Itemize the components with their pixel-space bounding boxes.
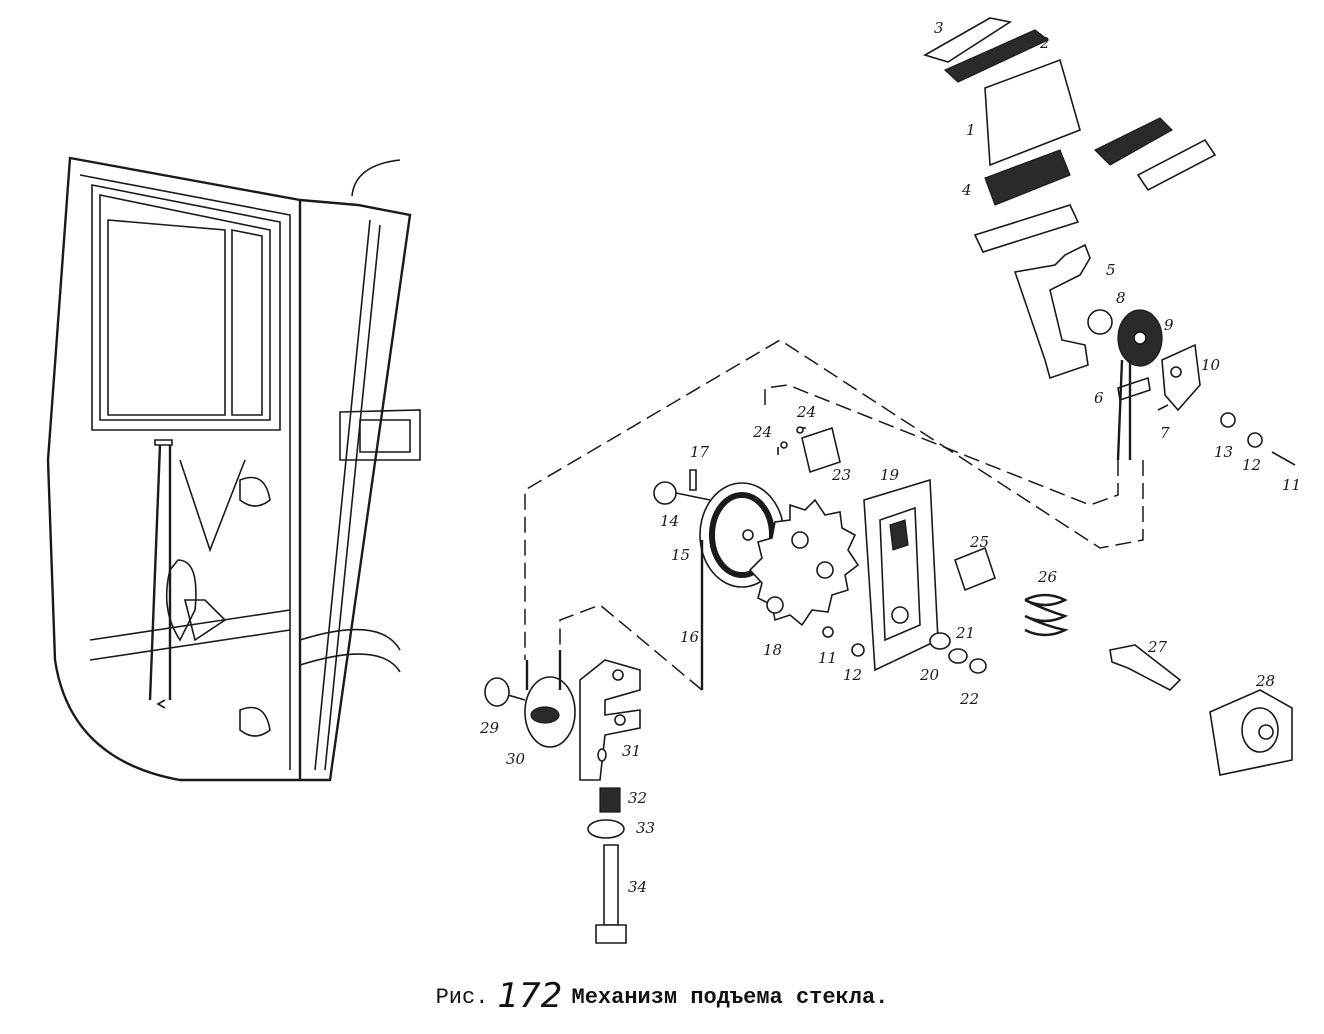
caption-title: Механизм подъема стекла. bbox=[571, 985, 889, 1010]
part-label: 20 bbox=[919, 666, 940, 684]
part-label: 7 bbox=[1160, 424, 1170, 442]
drive-mechanism bbox=[653, 426, 996, 690]
part-label: 32 bbox=[628, 789, 647, 807]
figure-caption: Рис. 172 Механизм подъема стекла. bbox=[0, 976, 1324, 1016]
spring-fitting-housing bbox=[1024, 593, 1293, 776]
caption-prefix: Рис. bbox=[435, 985, 489, 1010]
part-label: 31 bbox=[622, 742, 641, 760]
glass-and-seals bbox=[922, 17, 1217, 253]
part-label: 13 bbox=[1214, 443, 1233, 461]
part-label: 3 bbox=[934, 19, 944, 37]
lower-pulley-assembly bbox=[484, 650, 641, 944]
part-label: 23 bbox=[831, 466, 851, 484]
part-label: 10 bbox=[1201, 356, 1221, 374]
part-label: 28 bbox=[1255, 672, 1275, 690]
part-label: 25 bbox=[969, 533, 989, 551]
part-label: 6 bbox=[1094, 389, 1104, 407]
part-label: 5 bbox=[1106, 261, 1116, 279]
part-label: 14 bbox=[660, 512, 679, 530]
part-label: 21 bbox=[955, 624, 975, 642]
part-label: 11 bbox=[818, 649, 837, 667]
part-label: 4 bbox=[961, 181, 972, 199]
part-number-labels: 3 2 1 4 5 8 9 10 6 7 13 12 11 24 24 23 1… bbox=[479, 19, 1301, 896]
part-label: 30 bbox=[506, 750, 526, 768]
part-label: 18 bbox=[763, 641, 782, 659]
door-illustration bbox=[46, 156, 421, 782]
part-label: 22 bbox=[959, 690, 979, 708]
part-label: 12 bbox=[843, 666, 862, 684]
part-label: 17 bbox=[690, 443, 710, 461]
part-label: 9 bbox=[1164, 316, 1174, 334]
part-label: 1 bbox=[966, 121, 976, 139]
part-label: 24 bbox=[796, 403, 816, 421]
part-label: 2 bbox=[1039, 34, 1050, 52]
part-label: 34 bbox=[628, 878, 647, 896]
part-label: 24 bbox=[752, 423, 772, 441]
part-label: 19 bbox=[880, 466, 900, 484]
part-label: 11 bbox=[1282, 476, 1301, 494]
part-label: 16 bbox=[680, 628, 700, 646]
part-label: 26 bbox=[1037, 568, 1058, 586]
upper-bracket-assembly bbox=[1013, 243, 1296, 466]
cable-routing-lines bbox=[524, 339, 1144, 691]
part-label: 29 bbox=[479, 719, 500, 737]
part-label: 15 bbox=[671, 546, 690, 564]
part-label: 33 bbox=[636, 819, 655, 837]
part-label: 27 bbox=[1147, 638, 1168, 656]
part-label: 8 bbox=[1116, 289, 1126, 307]
caption-number: 172 bbox=[497, 976, 563, 1016]
part-label: 12 bbox=[1242, 456, 1261, 474]
